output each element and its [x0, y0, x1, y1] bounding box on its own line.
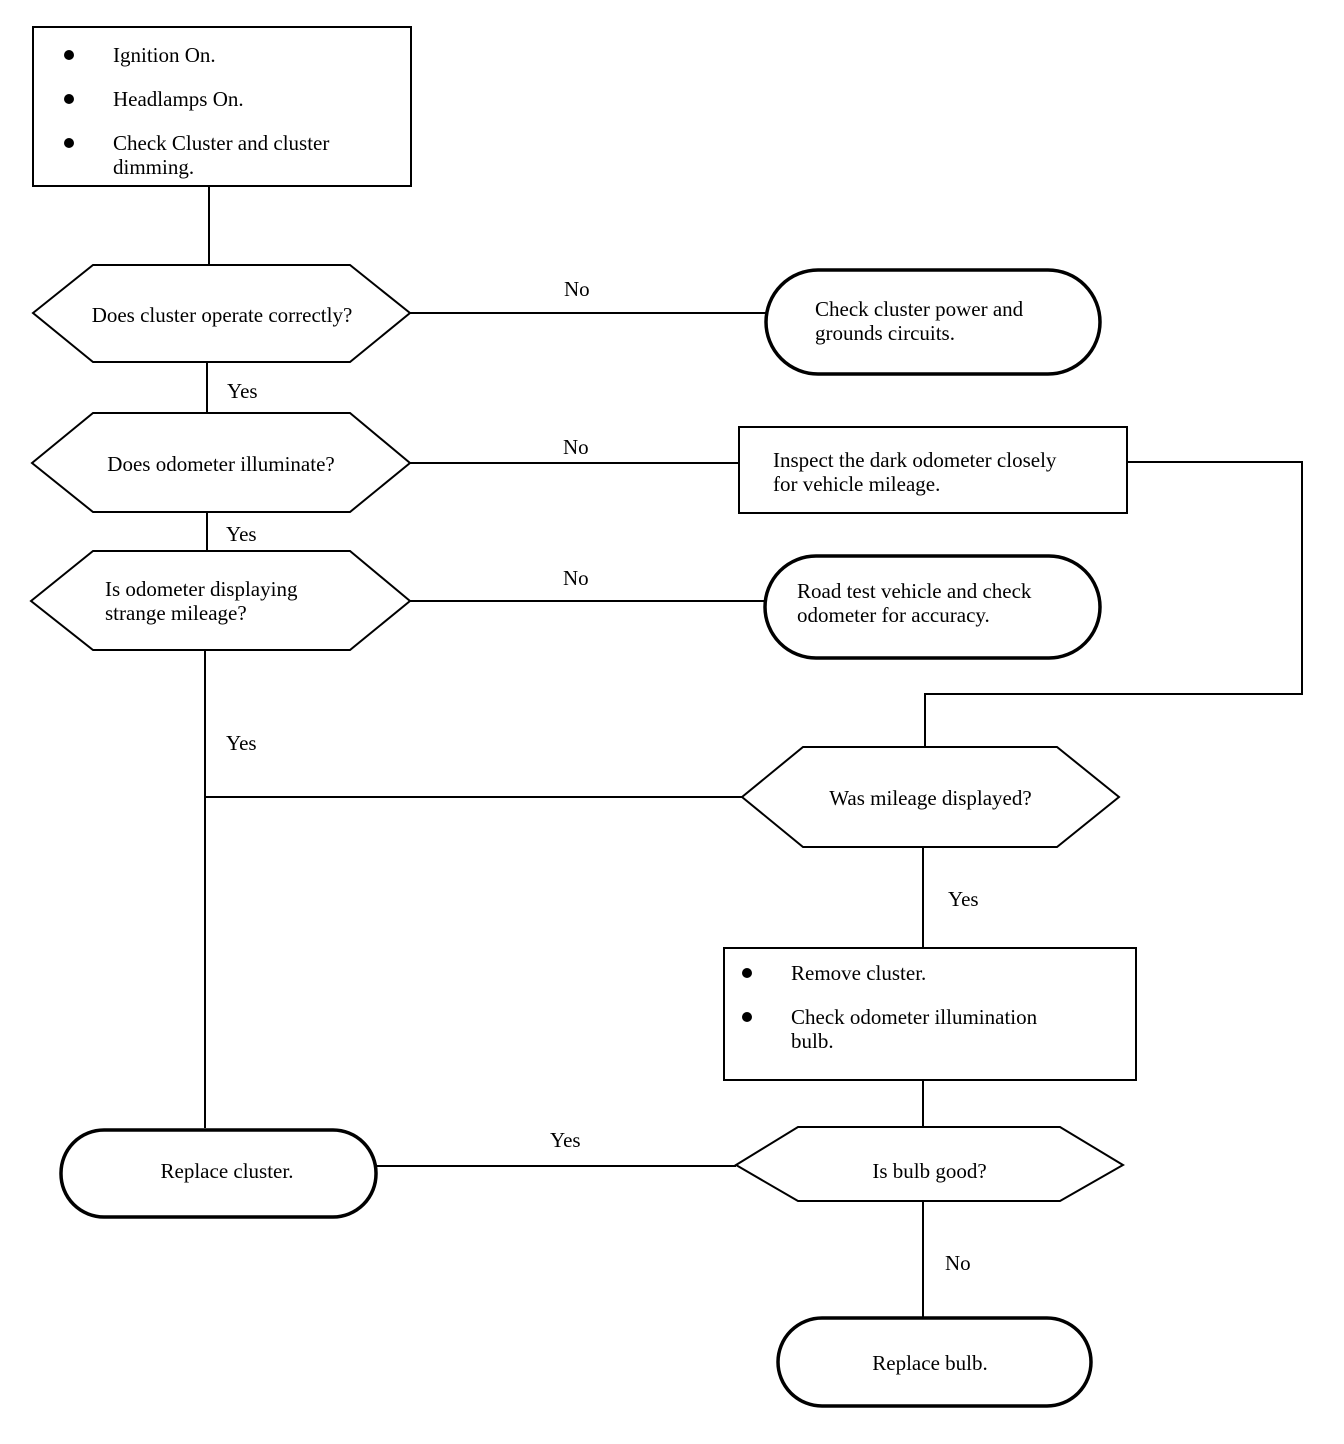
start-item-check-cluster: Check Cluster and cluster [113, 131, 330, 155]
start-item-dimming: dimming. [113, 155, 195, 179]
decision-mileage-displayed-text: Was mileage displayed? [829, 786, 1032, 810]
start-item-headlamps: Headlamps On. [113, 87, 244, 111]
branch-label-no: No [563, 566, 589, 590]
decision-cluster-operate [31, 264, 412, 363]
connector-inspect-to-d4 [924, 461, 1303, 747]
remove-cluster-box [723, 947, 1137, 1081]
branch-label-yes: Yes [226, 731, 257, 755]
inspect-box [738, 426, 1128, 514]
replace-cluster-text: Replace cluster. [160, 1159, 294, 1183]
replace-bulb-text: Replace bulb. [872, 1351, 988, 1375]
decision-strange-mileage-text-2: strange mileage? [105, 601, 247, 625]
bullet-icon [64, 138, 74, 148]
check-bulb-text-1: Check odometer illumination [791, 1005, 1038, 1029]
branch-label-yes: Yes [948, 887, 979, 911]
start-item-ignition: Ignition On. [113, 43, 216, 67]
decision-odometer-illuminate-text: Does odometer illuminate? [107, 452, 335, 476]
remove-cluster-text: Remove cluster. [791, 961, 927, 985]
decision-odometer-illuminate [30, 412, 412, 513]
branch-label-yes: Yes [227, 379, 258, 403]
check-power-text-2: grounds circuits. [815, 321, 955, 345]
branch-label-no: No [564, 277, 590, 301]
branch-label-yes: Yes [550, 1128, 581, 1152]
terminal-road-test [763, 554, 1102, 660]
decision-strange-mileage-text-1: Is odometer displaying [105, 577, 298, 601]
check-bulb-text-2: bulb. [791, 1029, 834, 1053]
road-test-text-1: Road test vehicle and check [797, 579, 1032, 603]
decision-bulb-good [734, 1126, 1125, 1202]
branch-label-yes: Yes [226, 522, 257, 546]
decision-bulb-good-text: Is bulb good? [872, 1159, 987, 1183]
terminal-check-power [764, 268, 1102, 376]
bullet-icon [742, 1012, 752, 1022]
bullet-icon [64, 94, 74, 104]
bullet-icon [64, 50, 74, 60]
decision-cluster-operate-text: Does cluster operate correctly? [91, 303, 353, 327]
terminal-replace-bulb [776, 1316, 1093, 1408]
inspect-text-1: Inspect the dark odometer closely [773, 448, 1057, 472]
decision-strange-mileage [29, 550, 412, 651]
branch-label-no: No [563, 435, 589, 459]
branch-label-no: No [945, 1251, 971, 1275]
bullet-icon [742, 968, 752, 978]
terminal-replace-cluster [59, 1128, 378, 1219]
decision-mileage-displayed [740, 746, 1121, 848]
check-power-text-1: Check cluster power and [815, 297, 1024, 321]
start-box [32, 26, 412, 187]
road-test-text-2: odometer for accuracy. [797, 603, 990, 627]
inspect-text-2: for vehicle mileage. [773, 472, 941, 496]
